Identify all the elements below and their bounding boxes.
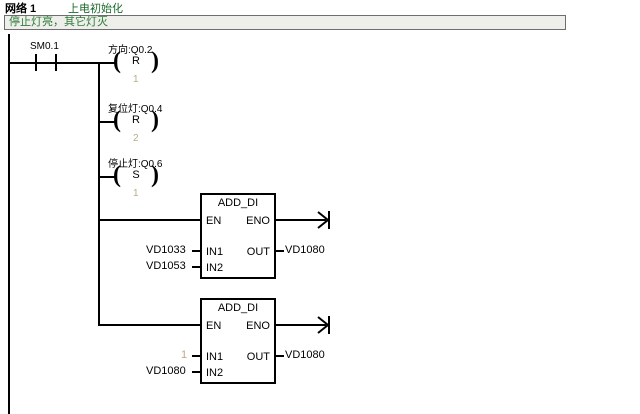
contact-bar-right-sm01[interactable] [55, 54, 57, 71]
coil-label-stop-lamp-q06: 停止灯:Q0.6 [108, 159, 163, 170]
network-title: 网络 1 [5, 3, 37, 15]
left-power-rail [8, 34, 10, 414]
block-2-eno-wire [274, 324, 326, 326]
coil-operand-1: 1 [133, 74, 139, 85]
coil-label-reset-lamp-q04: 复位灯:Q0.4 [108, 104, 163, 115]
ladder-diagram-canvas: SM0.1 方向:Q0.2 ( R ) 1 复位灯:Q0.4 ( R ) 2 停… [0, 34, 640, 414]
coil-paren-right-3: ) [151, 162, 159, 188]
block-2-in1-operand[interactable]: 1 [181, 349, 188, 361]
pin-eno-2: ENO [246, 320, 270, 332]
function-block-add-di-2[interactable]: ADD_DI EN ENO IN1 IN2 OUT [200, 298, 276, 384]
function-block-title-1: ADD_DI [217, 197, 259, 209]
coil-paren-right-1: ) [151, 48, 159, 74]
eno-arrow-icon-1 [317, 211, 330, 229]
block-1-in1-operand[interactable]: VD1033 [146, 244, 186, 256]
contact-bar-left-sm01[interactable] [35, 54, 37, 71]
network-comment-text: 停止灯亮，其它灯灭 [9, 16, 108, 28]
pin-in1-1: IN1 [206, 246, 224, 258]
coil-letter-2: R [132, 114, 140, 126]
block-1-out-stub [274, 250, 284, 252]
coil-paren-left-1: ( [113, 48, 121, 74]
coil-wire-2 [98, 121, 116, 123]
coil-reset-lamp-q04[interactable]: ( R ) [113, 107, 159, 134]
network-comment-box[interactable]: 停止灯亮，其它灯灭 [4, 15, 566, 30]
pin-eno-1: ENO [246, 215, 270, 227]
pin-in1-2: IN1 [206, 351, 224, 363]
block-1-in2-stub [192, 266, 202, 268]
block-2-in2-operand[interactable]: VD1080 [146, 365, 186, 377]
coil-paren-right-2: ) [151, 107, 159, 133]
pin-en-1: EN [206, 215, 222, 227]
coil-wire-1 [98, 62, 116, 64]
block-1-in2-operand[interactable]: VD1053 [146, 260, 186, 272]
block-1-eno-wire [274, 219, 326, 221]
block-2-in2-stub [192, 371, 202, 373]
pin-en-2: EN [206, 320, 222, 332]
branch-bus-vertical [98, 62, 100, 326]
block-1-out-operand[interactable]: VD1080 [285, 244, 325, 256]
block-1-in1-stub [192, 250, 202, 252]
block-2-en-wire [98, 324, 202, 326]
network-description: 上电初始化 [68, 3, 123, 15]
coil-operand-3: 1 [133, 188, 139, 199]
coil-direction-q02[interactable]: ( R ) [113, 48, 159, 75]
coil-operand-2: 2 [133, 133, 139, 144]
coil-paren-left-2: ( [113, 107, 121, 133]
contact-label-sm01: SM0.1 [30, 41, 59, 52]
rung-wire-main [8, 62, 100, 64]
coil-paren-left-3: ( [113, 162, 121, 188]
eno-arrow-icon-2 [317, 316, 330, 334]
network-header: 网络 1 上电初始化 [0, 0, 640, 15]
function-block-add-di-1[interactable]: ADD_DI EN ENO IN1 IN2 OUT [200, 193, 276, 279]
function-block-title-2: ADD_DI [217, 302, 259, 314]
block-2-out-operand[interactable]: VD1080 [285, 349, 325, 361]
pin-in2-1: IN2 [206, 262, 224, 274]
coil-wire-3 [98, 176, 116, 178]
pin-out-1: OUT [246, 246, 270, 258]
block-1-en-wire [98, 219, 202, 221]
block-2-out-stub [274, 355, 284, 357]
coil-letter-1: R [132, 55, 140, 67]
coil-stop-lamp-q06[interactable]: ( S ) [113, 162, 159, 189]
pin-in2-2: IN2 [206, 367, 224, 379]
coil-label-direction-q02: 方向:Q0.2 [108, 45, 153, 56]
pin-out-2: OUT [246, 351, 270, 363]
coil-letter-3: S [132, 169, 140, 181]
block-2-in1-stub [192, 355, 202, 357]
